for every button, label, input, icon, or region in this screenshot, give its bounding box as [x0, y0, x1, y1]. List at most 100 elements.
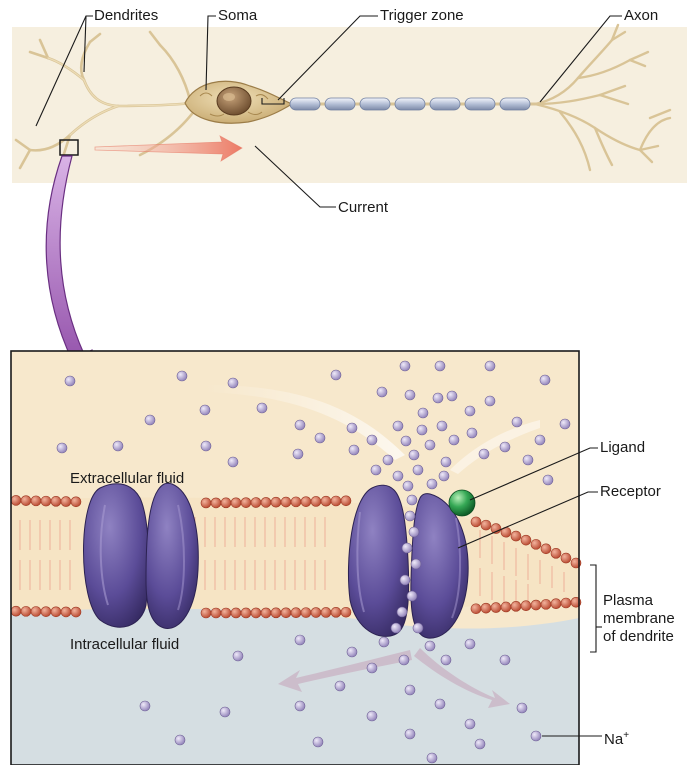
phospholipid-head [541, 599, 551, 609]
sodium-ion [315, 433, 325, 443]
phospholipid-head [291, 497, 301, 507]
zoom-arrow [46, 156, 96, 384]
phospholipid-head [271, 608, 281, 618]
phospholipid-head [531, 539, 541, 549]
sodium-ion [220, 707, 230, 717]
phospholipid-head [501, 602, 511, 612]
sodium-ion [560, 419, 570, 429]
sodium-ion [349, 445, 359, 455]
phospholipid-head [561, 598, 571, 608]
sodium-ion [367, 711, 377, 721]
sodium-ion [140, 701, 150, 711]
phospholipid-head [551, 548, 561, 558]
phospholipid-head [311, 608, 321, 618]
phospholipid-head [51, 496, 61, 506]
phospholipid-head [221, 608, 231, 618]
label-plasma-membrane-line-1: Plasma [603, 592, 675, 610]
sodium-ion [467, 428, 477, 438]
axon [290, 98, 540, 110]
sodium-ion [475, 739, 485, 749]
phospholipid-head [41, 607, 51, 617]
sodium-ion [400, 361, 410, 371]
phospholipid-head [291, 608, 301, 618]
sodium-ion [228, 378, 238, 388]
sodium-ion [377, 387, 387, 397]
sodium-ion [405, 729, 415, 739]
ligand-icon [449, 490, 475, 516]
phospholipid-head [61, 497, 71, 507]
label-sodium-symbol: Na [604, 731, 623, 748]
sodium-ion [391, 623, 401, 633]
phospholipid-head [251, 608, 261, 618]
sodium-ion [418, 408, 428, 418]
phospholipid-head [511, 601, 521, 611]
sodium-ion [201, 441, 211, 451]
phospholipid-head [21, 606, 31, 616]
sodium-ion [433, 393, 443, 403]
phospholipid-head [521, 601, 531, 611]
sodium-ion [427, 753, 437, 763]
phospholipid-head [561, 553, 571, 563]
sodium-ion [465, 639, 475, 649]
sodium-ion [449, 435, 459, 445]
phospholipid-head [341, 607, 351, 617]
label-axon: Axon [624, 7, 658, 24]
label-ligand: Ligand [600, 439, 645, 456]
sodium-ion [409, 527, 419, 537]
phospholipid-head [21, 496, 31, 506]
sodium-ion [479, 449, 489, 459]
sodium-ion [437, 421, 447, 431]
sodium-ion [228, 457, 238, 467]
phospholipid-head [481, 520, 491, 530]
label-plasma-membrane: Plasma membrane of dendrite [603, 592, 675, 646]
sodium-ion [439, 471, 449, 481]
sodium-ion [257, 403, 267, 413]
sodium-ion [403, 481, 413, 491]
label-intracellular-fluid: Intracellular fluid [70, 636, 179, 653]
phospholipid-head [31, 496, 41, 506]
sodium-ion [427, 479, 437, 489]
sodium-ion [397, 607, 407, 617]
label-soma: Soma [218, 7, 257, 24]
sodium-ion [540, 375, 550, 385]
phospholipid-head [201, 498, 211, 508]
phospholipid-head [341, 496, 351, 506]
phospholipid-head [231, 498, 241, 508]
sodium-ion [441, 655, 451, 665]
sodium-ion [500, 655, 510, 665]
phospholipid-head [311, 496, 321, 506]
sodium-ion [57, 443, 67, 453]
sodium-ion [367, 435, 377, 445]
phospholipid-head [301, 497, 311, 507]
sodium-ion [485, 396, 495, 406]
phospholipid-head [11, 495, 21, 505]
sodium-ion [347, 423, 357, 433]
sodium-ion [517, 703, 527, 713]
sodium-ion [335, 681, 345, 691]
sodium-ion [485, 361, 495, 371]
phospholipid-head [321, 496, 331, 506]
label-trigger-zone: Trigger zone [380, 7, 464, 24]
sodium-ion [543, 475, 553, 485]
phospholipid-head [11, 606, 21, 616]
sodium-ion [331, 370, 341, 380]
phospholipid-head [71, 497, 81, 507]
phospholipid-head [321, 607, 331, 617]
sodium-ion [347, 647, 357, 657]
sodium-ion [313, 737, 323, 747]
sodium-ion [523, 455, 533, 465]
phospholipid-head [531, 600, 541, 610]
closed-channel [84, 483, 199, 628]
sodium-ion [512, 417, 522, 427]
sodium-ion [435, 699, 445, 709]
sodium-ion [393, 471, 403, 481]
sodium-ion [400, 575, 410, 585]
phospholipid-head [41, 496, 51, 506]
sodium-ion [417, 425, 427, 435]
sodium-ion [401, 436, 411, 446]
sodium-ion [293, 449, 303, 459]
phospholipid-head [241, 608, 251, 618]
phospholipid-head [211, 498, 221, 508]
sodium-ion [535, 435, 545, 445]
sodium-ion [175, 735, 185, 745]
